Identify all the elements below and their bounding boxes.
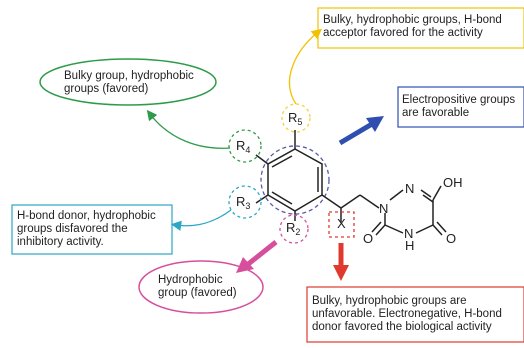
substituent-bonds (255, 130, 380, 222)
r5-arrow (288, 28, 323, 105)
h-label: H (405, 238, 415, 253)
carbonyl-right-label: O (446, 231, 457, 246)
r4-annotation-bubble (39, 58, 217, 106)
n2-label: N (405, 181, 415, 196)
r3-arrow (170, 209, 232, 231)
top-annotation-box (317, 7, 524, 49)
r4-arrow (146, 109, 231, 149)
n1-label: N (379, 201, 389, 216)
carbonyl-left-label: O (363, 231, 374, 246)
x-highlight (328, 211, 355, 238)
x-annotation-box (306, 286, 524, 343)
r4-highlight (228, 129, 262, 163)
r4-label: R4 (236, 138, 251, 156)
r5-label: R5 (288, 110, 303, 128)
r2-arrow (236, 240, 278, 273)
r2-label: R2 (286, 220, 301, 238)
x-label: X (337, 216, 346, 231)
r2-annotation-bubble (138, 260, 264, 314)
nh-label: N (404, 226, 414, 241)
ring-highlight-circle (260, 145, 330, 215)
r3-annotation-box (11, 204, 173, 255)
r2-highlight (279, 214, 309, 244)
r3-highlight (228, 185, 262, 219)
hydroxyl-label: OH (443, 175, 463, 190)
triazine-ring (371, 185, 447, 236)
electro-arrow (338, 116, 384, 146)
r3-label: R3 (236, 194, 251, 212)
r5-highlight (281, 103, 311, 133)
benzene-ring (267, 148, 323, 212)
electro-annotation-box (397, 86, 524, 128)
x-arrow (333, 243, 349, 281)
